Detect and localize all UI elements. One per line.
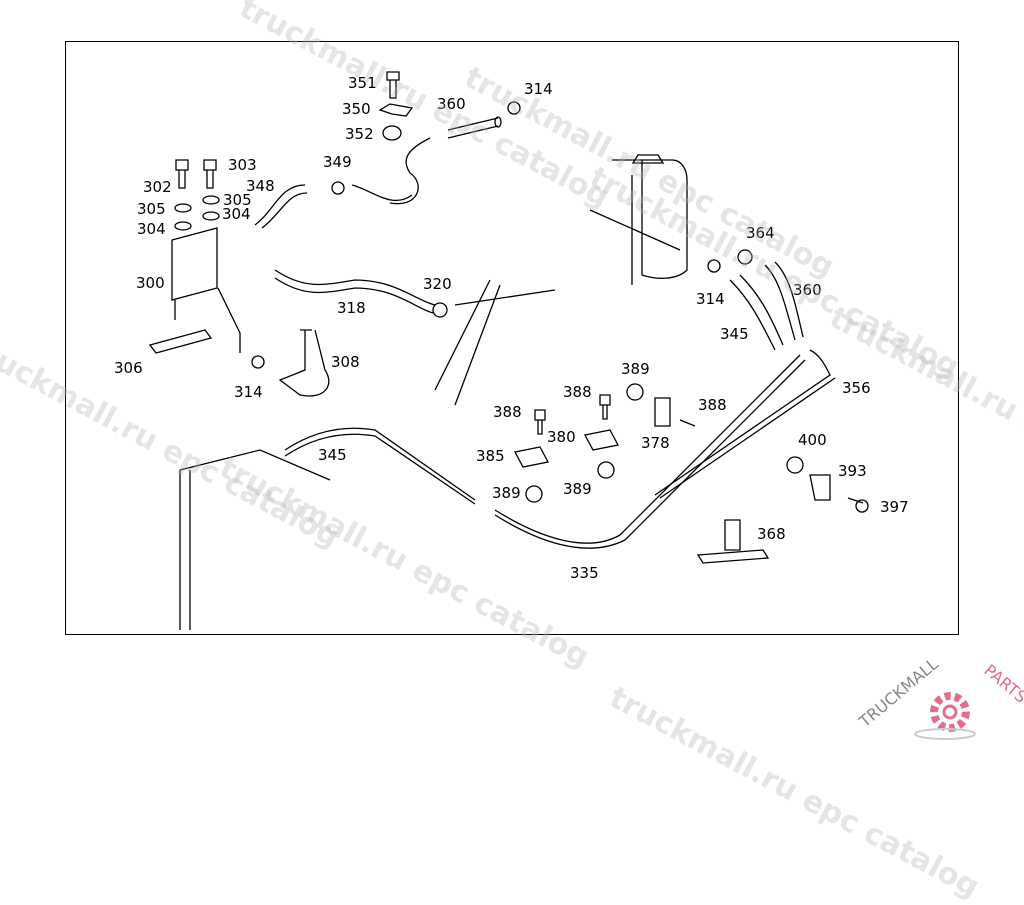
bolt-351 xyxy=(386,71,400,99)
part-label-364[interactable]: 364 xyxy=(746,224,775,242)
hose-318 xyxy=(274,269,436,314)
part-label-350[interactable]: 350 xyxy=(342,100,371,118)
part-label-348[interactable]: 348 xyxy=(246,177,275,195)
part-label-388[interactable]: 388 xyxy=(493,403,522,421)
part-label-300[interactable]: 300 xyxy=(136,274,165,292)
pipe-frame xyxy=(434,279,556,406)
hose-308 xyxy=(278,329,330,397)
clamp-314-top xyxy=(507,101,521,115)
part-label-306[interactable]: 306 xyxy=(114,359,143,377)
part-label-385[interactable]: 385 xyxy=(476,447,505,465)
pipe-345-lower xyxy=(284,427,476,505)
bolt-302 xyxy=(175,159,189,189)
logo-text-accent: PARTS xyxy=(980,661,1024,707)
expansion-tank xyxy=(589,154,688,285)
part-label-352[interactable]: 352 xyxy=(345,125,374,143)
washers xyxy=(174,195,220,231)
part-label-305[interactable]: 305 xyxy=(223,191,252,209)
part-label-304[interactable]: 304 xyxy=(222,205,251,223)
part-label-351[interactable]: 351 xyxy=(348,74,377,92)
parts-drawing xyxy=(148,71,869,630)
hose-360-right xyxy=(764,261,804,341)
part-label-389[interactable]: 389 xyxy=(621,360,650,378)
hardware-right xyxy=(696,456,869,564)
part-label-314[interactable]: 314 xyxy=(524,80,553,98)
part-label-378[interactable]: 378 xyxy=(641,434,670,452)
part-label-360[interactable]: 360 xyxy=(793,281,822,299)
pipe-335 xyxy=(494,354,806,549)
part-label-320[interactable]: 320 xyxy=(423,275,452,293)
radiator-bottom xyxy=(179,449,331,630)
hose-348 xyxy=(254,184,308,229)
clamp-320 xyxy=(432,302,448,318)
logo-text-gray: TRUCKMALL xyxy=(855,654,942,732)
part-label-349[interactable]: 349 xyxy=(323,153,352,171)
clamp-314-right xyxy=(707,259,721,273)
clamp-314-left xyxy=(251,355,265,369)
part-label-380[interactable]: 380 xyxy=(547,428,576,446)
part-label-302[interactable]: 302 xyxy=(143,178,172,196)
part-label-389[interactable]: 389 xyxy=(492,484,521,502)
part-label-388[interactable]: 388 xyxy=(698,396,727,414)
part-label-345[interactable]: 345 xyxy=(720,325,749,343)
hose-360-top xyxy=(447,116,502,139)
part-label-389[interactable]: 389 xyxy=(563,480,592,498)
part-label-400[interactable]: 400 xyxy=(798,431,827,449)
part-label-356[interactable]: 356 xyxy=(842,379,871,397)
part-label-303[interactable]: 303 xyxy=(228,156,257,174)
part-label-304[interactable]: 304 xyxy=(137,220,166,238)
bracket-350 xyxy=(378,103,414,117)
hose-upper xyxy=(351,137,431,205)
hardware-center xyxy=(514,383,696,503)
part-label-345[interactable]: 345 xyxy=(318,446,347,464)
part-label-360[interactable]: 360 xyxy=(437,95,466,113)
clamp-349 xyxy=(331,181,345,195)
part-label-305[interactable]: 305 xyxy=(137,200,166,218)
hose-345-right xyxy=(729,274,784,351)
part-label-335[interactable]: 335 xyxy=(570,564,599,582)
part-label-397[interactable]: 397 xyxy=(880,498,909,516)
bolt-303 xyxy=(203,159,217,189)
truckmallparts-logo: TRUCKMALL PARTS xyxy=(855,654,1024,740)
part-label-318[interactable]: 318 xyxy=(337,299,366,317)
part-label-314[interactable]: 314 xyxy=(696,290,725,308)
part-label-308[interactable]: 308 xyxy=(331,353,360,371)
clamp-364 xyxy=(737,249,753,265)
part-label-314[interactable]: 314 xyxy=(234,383,263,401)
diagram-frame xyxy=(65,41,959,635)
gear-icon xyxy=(914,692,976,740)
nut-352 xyxy=(382,125,402,141)
part-label-368[interactable]: 368 xyxy=(757,525,786,543)
part-label-393[interactable]: 393 xyxy=(838,462,867,480)
part-label-388[interactable]: 388 xyxy=(563,383,592,401)
cooler-300 xyxy=(148,227,241,354)
pipe-356 xyxy=(654,349,836,499)
